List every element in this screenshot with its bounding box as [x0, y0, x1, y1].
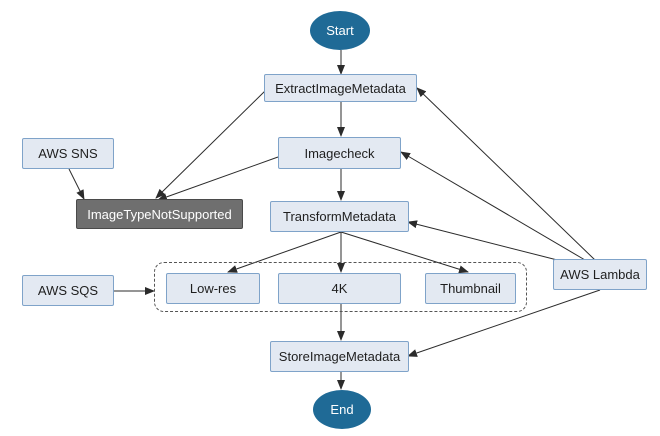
edge-extract-to-not-supported [155, 90, 266, 199]
start-node: Start [310, 11, 370, 50]
aws-sns-node: AWS SNS [22, 138, 114, 169]
aws-lambda-node: AWS Lambda [553, 259, 647, 290]
low-res-node: Low-res [166, 273, 260, 304]
processing-group [154, 262, 527, 312]
extract-image-metadata-node: ExtractImageMetadata [264, 74, 417, 102]
edge-transform-to-thumbnail [340, 231, 469, 274]
edge-lambda-to-store [407, 289, 601, 357]
image-type-not-supported-node: ImageTypeNotSupported [76, 199, 243, 229]
transform-metadata-node: TransformMetadata [270, 201, 409, 232]
edge-transform-to-lowres [227, 231, 342, 273]
edge-lambda-to-transform [407, 220, 574, 265]
4k-node: 4K [278, 273, 401, 304]
imagecheck-node: Imagecheck [278, 137, 401, 169]
edge-sns-to-not-supported [68, 168, 85, 200]
thumbnail-node: Thumbnail [425, 273, 516, 304]
end-node: End [313, 390, 371, 429]
edge-lambda-to-extract [416, 87, 596, 261]
store-image-metadata-node: StoreImageMetadata [270, 341, 409, 372]
aws-sqs-node: AWS SQS [22, 275, 114, 306]
edge-lambda-to-imagecheck [400, 151, 586, 261]
edge-imagecheck-to-not-supported [157, 156, 279, 201]
